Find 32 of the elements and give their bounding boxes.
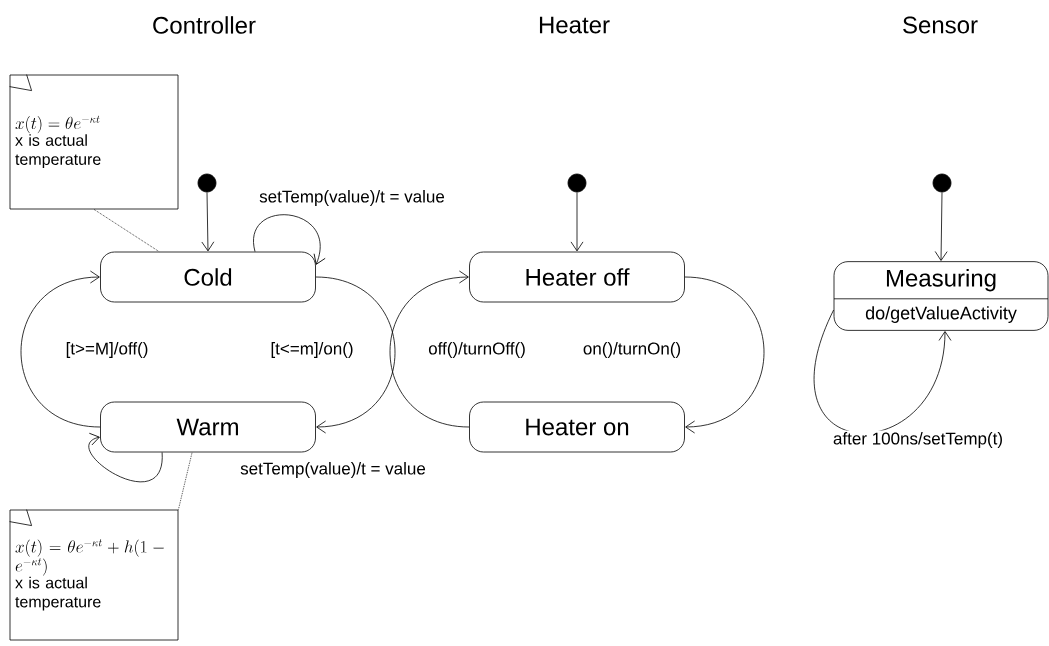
transition-arrow bbox=[315, 276, 396, 434]
edge-label: on()/turnOn() bbox=[581, 340, 683, 360]
edge-label: [t>=M]/off() bbox=[64, 340, 150, 360]
state-box: Cold bbox=[100, 251, 316, 303]
initial-state-dot bbox=[567, 173, 587, 193]
edge-label: off()/turnOff() bbox=[426, 340, 528, 360]
transition-arrow bbox=[570, 192, 584, 252]
note-box: $x(t)=\theta e^{-\kappa t}$ x is actual temperature bbox=[9, 74, 179, 210]
transition-arrow bbox=[684, 276, 765, 434]
state-box: Warm bbox=[100, 401, 316, 453]
leader-line bbox=[178, 452, 193, 510]
transition-arrow bbox=[389, 270, 470, 428]
transition-arrow bbox=[20, 270, 101, 428]
transition-arrow bbox=[253, 214, 326, 265]
edge-label: [t<=m]/on() bbox=[268, 340, 356, 360]
transition-arrow bbox=[88, 432, 163, 483]
edge-label: setTemp(value)/t = value bbox=[257, 188, 447, 208]
state-box: Measuring do/getValueActivity bbox=[833, 261, 1049, 331]
note-box: $x(t)=\theta e^{-\kappa t}+h(1-e^{-\kappa t})$ x is actual temperature bbox=[9, 509, 179, 641]
state-box: Heater off bbox=[469, 251, 685, 303]
swimlane-title: Sensor bbox=[903, 16, 978, 34]
edge-label: after 100ns/setTemp(t) bbox=[831, 430, 1005, 450]
state-box: Heater on bbox=[469, 401, 685, 453]
transition-arrow bbox=[934, 192, 948, 261]
swimlane-title: Controller bbox=[153, 16, 256, 34]
transition-arrow bbox=[813, 309, 952, 434]
edge-label: setTemp(value)/t = value bbox=[238, 460, 428, 480]
leader-line bbox=[93, 209, 160, 252]
swimlane-title: Heater bbox=[539, 16, 610, 34]
transition-arrow bbox=[201, 192, 215, 252]
initial-state-dot bbox=[932, 173, 952, 193]
initial-state-dot bbox=[197, 173, 217, 193]
